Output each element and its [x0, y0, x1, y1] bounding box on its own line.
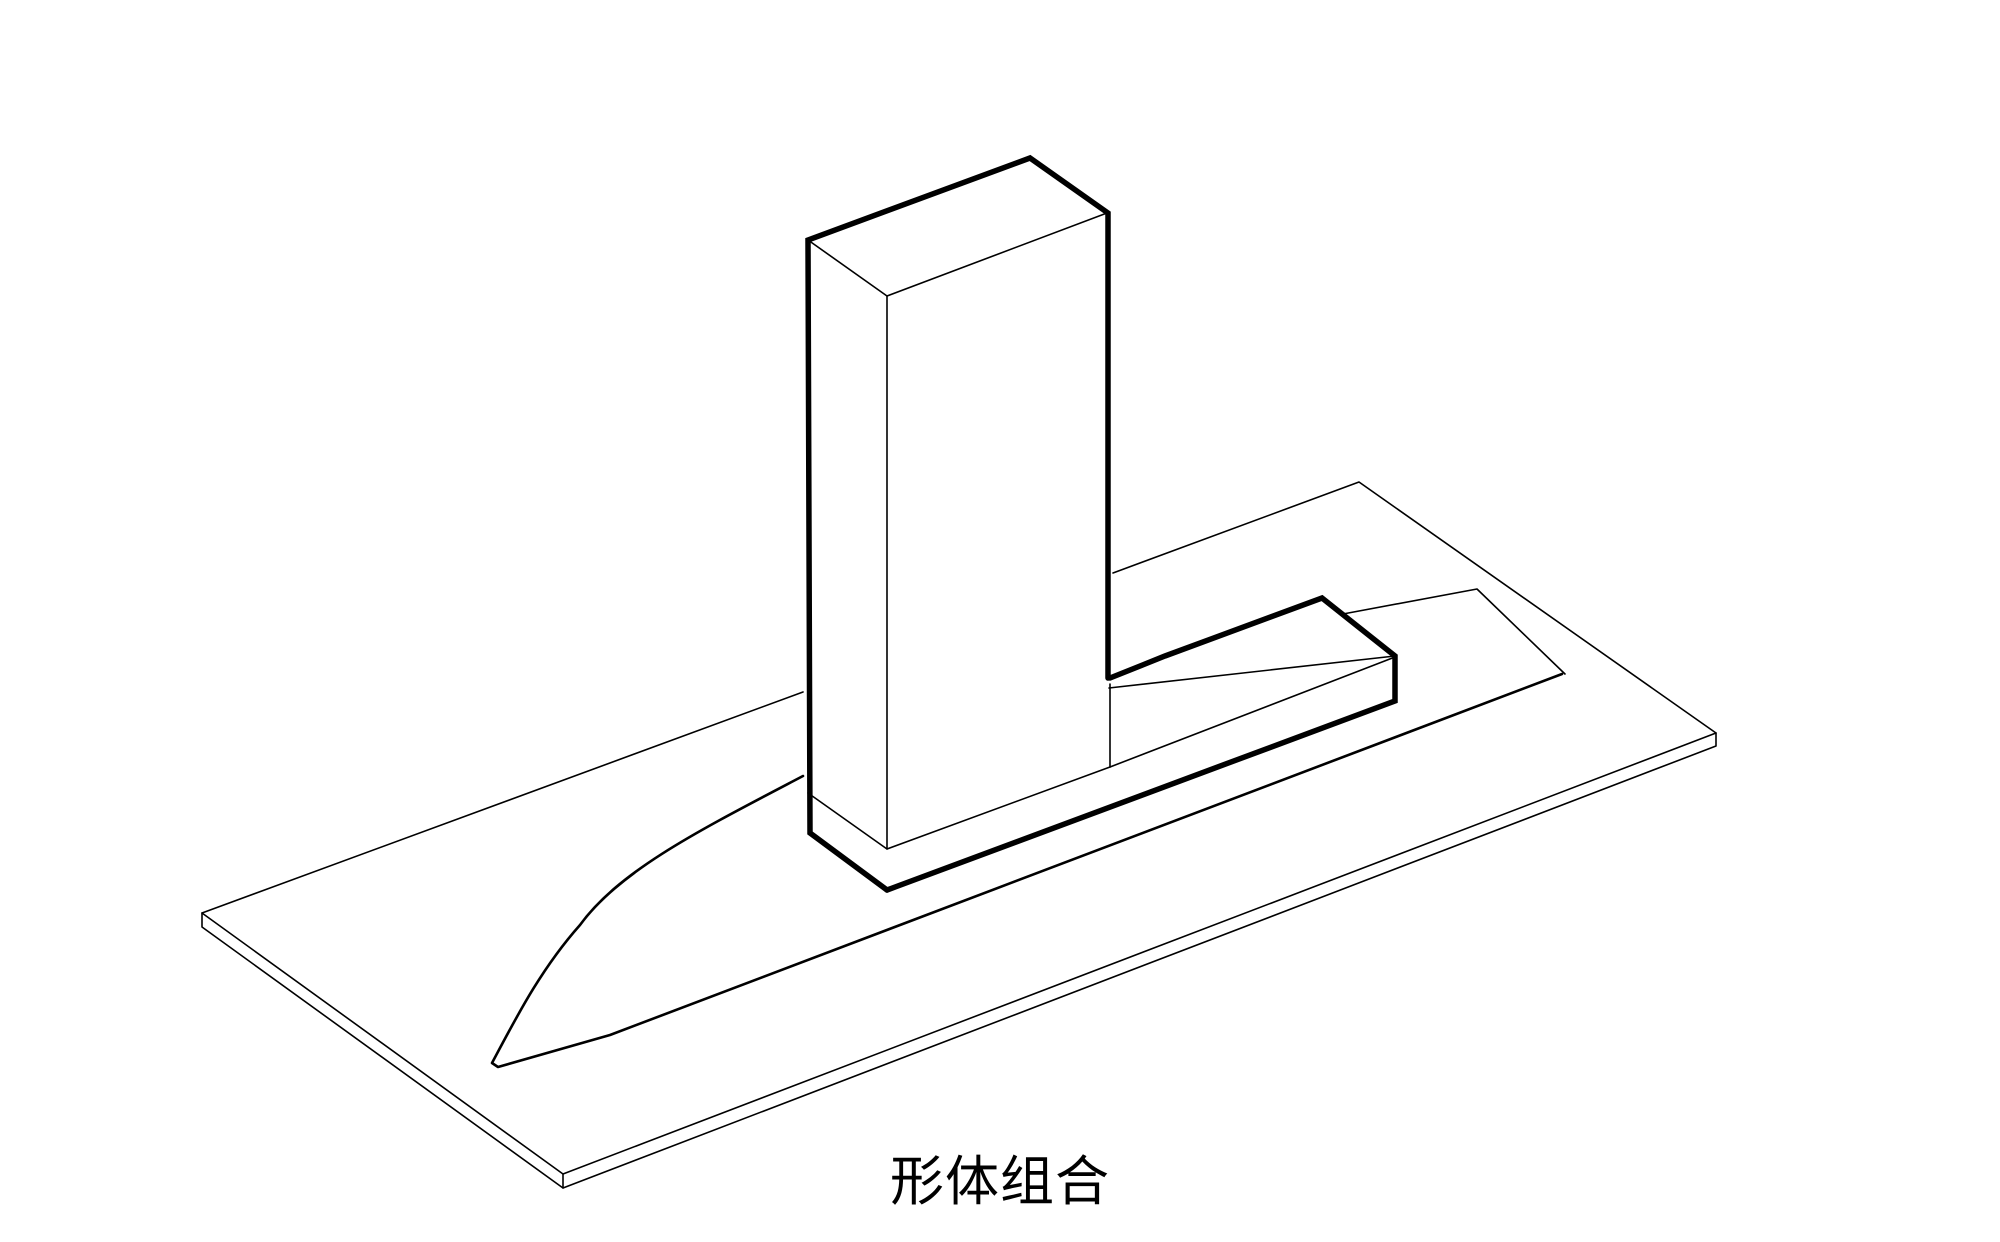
tower-base-line [807, 766, 1111, 850]
plaza-back-edge [1342, 588, 1566, 675]
tower-outline [805, 154, 1111, 893]
podium-top-front-line [1109, 656, 1396, 768]
diagram-caption: 形体组合 [890, 1150, 1110, 1213]
site-base-slab [201, 481, 1717, 1189]
base-slab-top-edge [201, 732, 1717, 1175]
plaza-footprint [490, 588, 1566, 1069]
base-slab-outline [201, 481, 1717, 1189]
podium-outline [884, 594, 1398, 893]
podium-block [884, 594, 1398, 893]
podium-front-top-edge [1108, 655, 1396, 689]
plaza-curve-edge [490, 672, 1564, 1069]
tower-block [805, 154, 1111, 893]
